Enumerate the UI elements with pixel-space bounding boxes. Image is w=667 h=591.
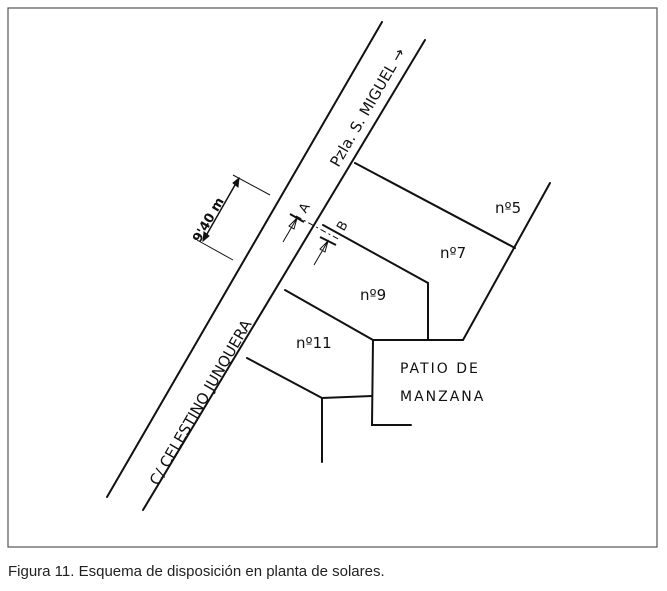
section-a-label: A — [296, 201, 313, 216]
courtyard-label-line2: MANZANA — [400, 389, 485, 405]
dimension-label: 9'40 m — [190, 195, 228, 245]
dimension-extension-lower — [196, 239, 234, 261]
street-edge-inner — [142, 39, 426, 511]
dimension-arrow-icon — [232, 176, 240, 188]
dimension-arrow-icon — [202, 231, 210, 243]
lot-9-label: nº9 — [360, 286, 386, 304]
lot-7-label: nº7 — [440, 244, 466, 262]
lot-11-label: nº11 — [296, 334, 332, 352]
lot-line-7-9 — [322, 224, 429, 341]
dimension-line — [202, 177, 240, 242]
street-edge-outer — [106, 21, 383, 498]
lot-line-11 — [246, 357, 373, 400]
courtyard-edge — [370, 339, 412, 426]
section-a-arrow-icon — [282, 216, 298, 243]
figure-caption: Figura 11. Esquema de disposición en pla… — [8, 563, 385, 580]
section-b-arrow-icon — [313, 239, 329, 266]
lot-line-5-7 — [354, 162, 516, 249]
side-street-label: Pzla. S. MIGUEL → — [326, 45, 409, 170]
figure-frame — [7, 7, 658, 548]
lot-5-7-rear-line — [462, 182, 551, 341]
lot-5-label: nº5 — [495, 199, 521, 217]
courtyard-label-line1: PATIO DE — [400, 361, 480, 377]
